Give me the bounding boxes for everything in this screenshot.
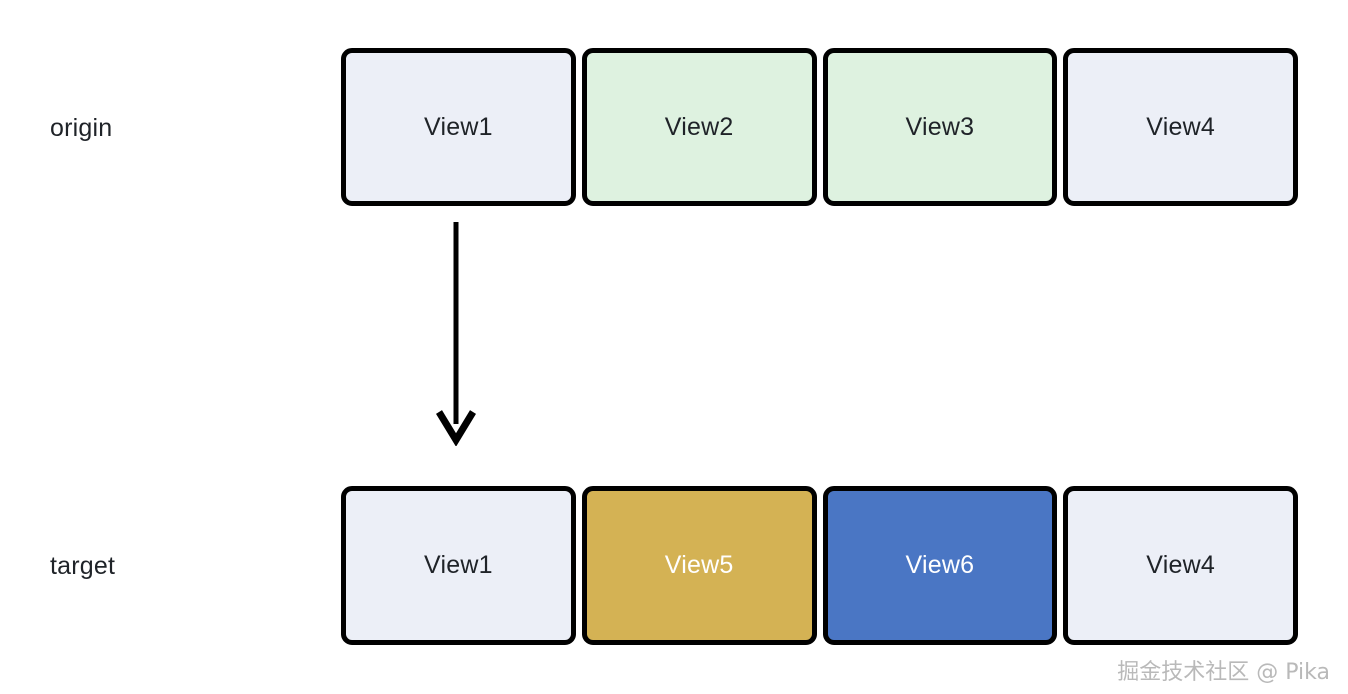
view-box-label: View3 [905, 112, 975, 141]
row-label-target: target [50, 552, 116, 580]
view-box-label: View4 [1146, 112, 1215, 141]
view-row-target: View1 View5 View6 View4 [341, 486, 1298, 645]
watermark: 掘金技术社区 @ Pika [1117, 660, 1330, 685]
view-box-label: View2 [664, 112, 734, 141]
view-box-target-4[interactable]: View4 [1063, 486, 1298, 645]
view-box-origin-2[interactable]: View2 [581, 48, 817, 206]
view-box-origin-4[interactable]: View4 [1063, 48, 1298, 206]
view-row-origin: View1 View2 View3 View4 [341, 48, 1298, 206]
view-box-label: View1 [424, 551, 493, 579]
row-label-origin: origin [50, 114, 113, 142]
view-box-label: View6 [905, 551, 975, 579]
view-box-origin-1[interactable]: View1 [341, 48, 576, 206]
down-arrow-icon [436, 222, 476, 446]
view-box-origin-3[interactable]: View3 [822, 48, 1058, 206]
view-box-label: View4 [1146, 551, 1215, 579]
view-box-label: View1 [424, 112, 493, 141]
view-box-target-1[interactable]: View1 [341, 486, 576, 645]
view-box-target-3[interactable]: View6 [822, 486, 1058, 645]
view-box-label: View5 [664, 551, 734, 579]
view-box-target-2[interactable]: View5 [581, 486, 817, 645]
